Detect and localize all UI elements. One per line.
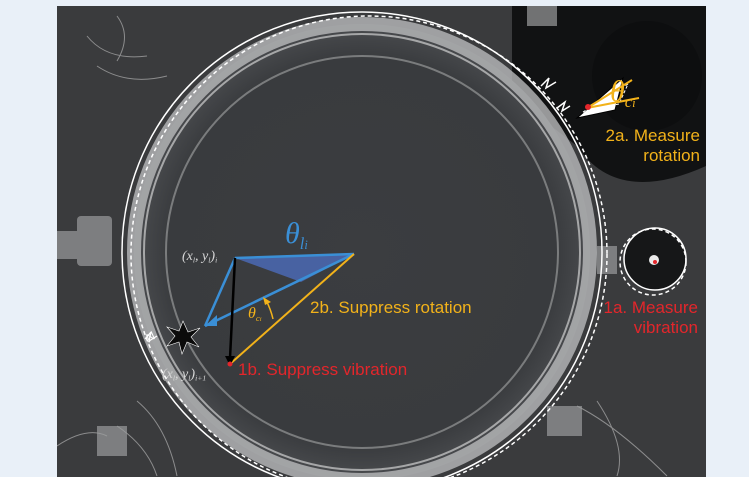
experiment-photo [57, 6, 706, 477]
yellow-vector [229, 253, 355, 365]
point-i-label: (xl, yl)i [182, 249, 217, 265]
rotation-line-b [586, 97, 640, 109]
dish-floor-edge [165, 55, 559, 449]
vibration-marker-shifted [619, 228, 687, 296]
theta-c-sub: c [624, 91, 633, 111]
suppress-rotation-label: 2b. Suppress rotation [310, 298, 472, 317]
point-i-sub1: l [192, 255, 196, 265]
point-i1-index: i+1 [195, 373, 207, 383]
rotation-center [585, 104, 591, 110]
blue-arrowhead [205, 315, 217, 326]
suppress-vibration-label: 1b. Suppress vibration [238, 360, 408, 379]
point-i1-open: (x [162, 367, 173, 382]
north-mark-left [144, 331, 158, 343]
line-i-to-n [203, 257, 237, 327]
line-to-point-i [234, 252, 355, 260]
theta-l-sub: l [299, 233, 305, 253]
dish [134, 24, 590, 477]
theta-c-subsub: i [632, 95, 636, 110]
theta-c-small-label: θci [248, 305, 262, 323]
photo-drawing [57, 6, 706, 477]
star-marker [166, 320, 201, 355]
point-i1-close: ) [190, 367, 196, 382]
theta-l-symbol: θ [285, 217, 300, 250]
line-to-n [204, 252, 355, 328]
camera-object [592, 21, 702, 131]
theta-c-arc-head [263, 297, 271, 305]
dish-rim [127, 17, 597, 477]
point-i-index: i [215, 255, 218, 265]
black-vector [228, 257, 237, 359]
point-i1-mid: , y [175, 367, 189, 382]
point-i1-label: (xl, yl)i+1 [162, 367, 206, 383]
theta-c-label: θci [610, 75, 636, 112]
point-i-close: ) [210, 249, 216, 264]
dish-inner-rim [143, 33, 581, 471]
left-margin [0, 0, 57, 477]
north-mark-top [540, 77, 557, 90]
dish-shifted-outline [130, 15, 608, 477]
theta-c-small-symbol: θ [248, 305, 256, 322]
right-margin [706, 0, 749, 477]
point-i-mid: , y [195, 249, 209, 264]
measure-vibration-line2: vibration [633, 318, 698, 337]
theta-c-small-subscript: ci [256, 313, 262, 323]
vibration-center [653, 260, 657, 264]
theta-c-small-sub: c [255, 313, 260, 324]
measure-rotation-line2: rotation [643, 146, 700, 165]
theta-l-subscript: li [300, 234, 308, 253]
point-i-open: (x [182, 249, 193, 264]
point-i1-sub1: l [172, 373, 176, 383]
north-mark-top-2 [556, 99, 571, 113]
theta-l-label: θli [285, 217, 308, 254]
dish-outline [121, 11, 603, 477]
point-i-sub2: l [208, 255, 211, 265]
theta-l-subsub: i [304, 237, 308, 252]
measure-vibration-line1: 1a. Measure [603, 298, 699, 317]
theta-l-wedge [235, 254, 354, 282]
rotation-line-a [586, 79, 633, 109]
point-i1-sub2: l [188, 373, 191, 383]
black-arrowhead [225, 356, 235, 366]
rotation-arrow-dashed [582, 82, 630, 113]
theta-c-symbol: θ [610, 75, 625, 108]
measure-rotation-line1: 2a. Measure [605, 126, 701, 145]
point-i1-dot [227, 361, 233, 367]
theta-c-subscript: ci [625, 92, 636, 111]
theta-c-small-subsub: i [259, 316, 262, 324]
